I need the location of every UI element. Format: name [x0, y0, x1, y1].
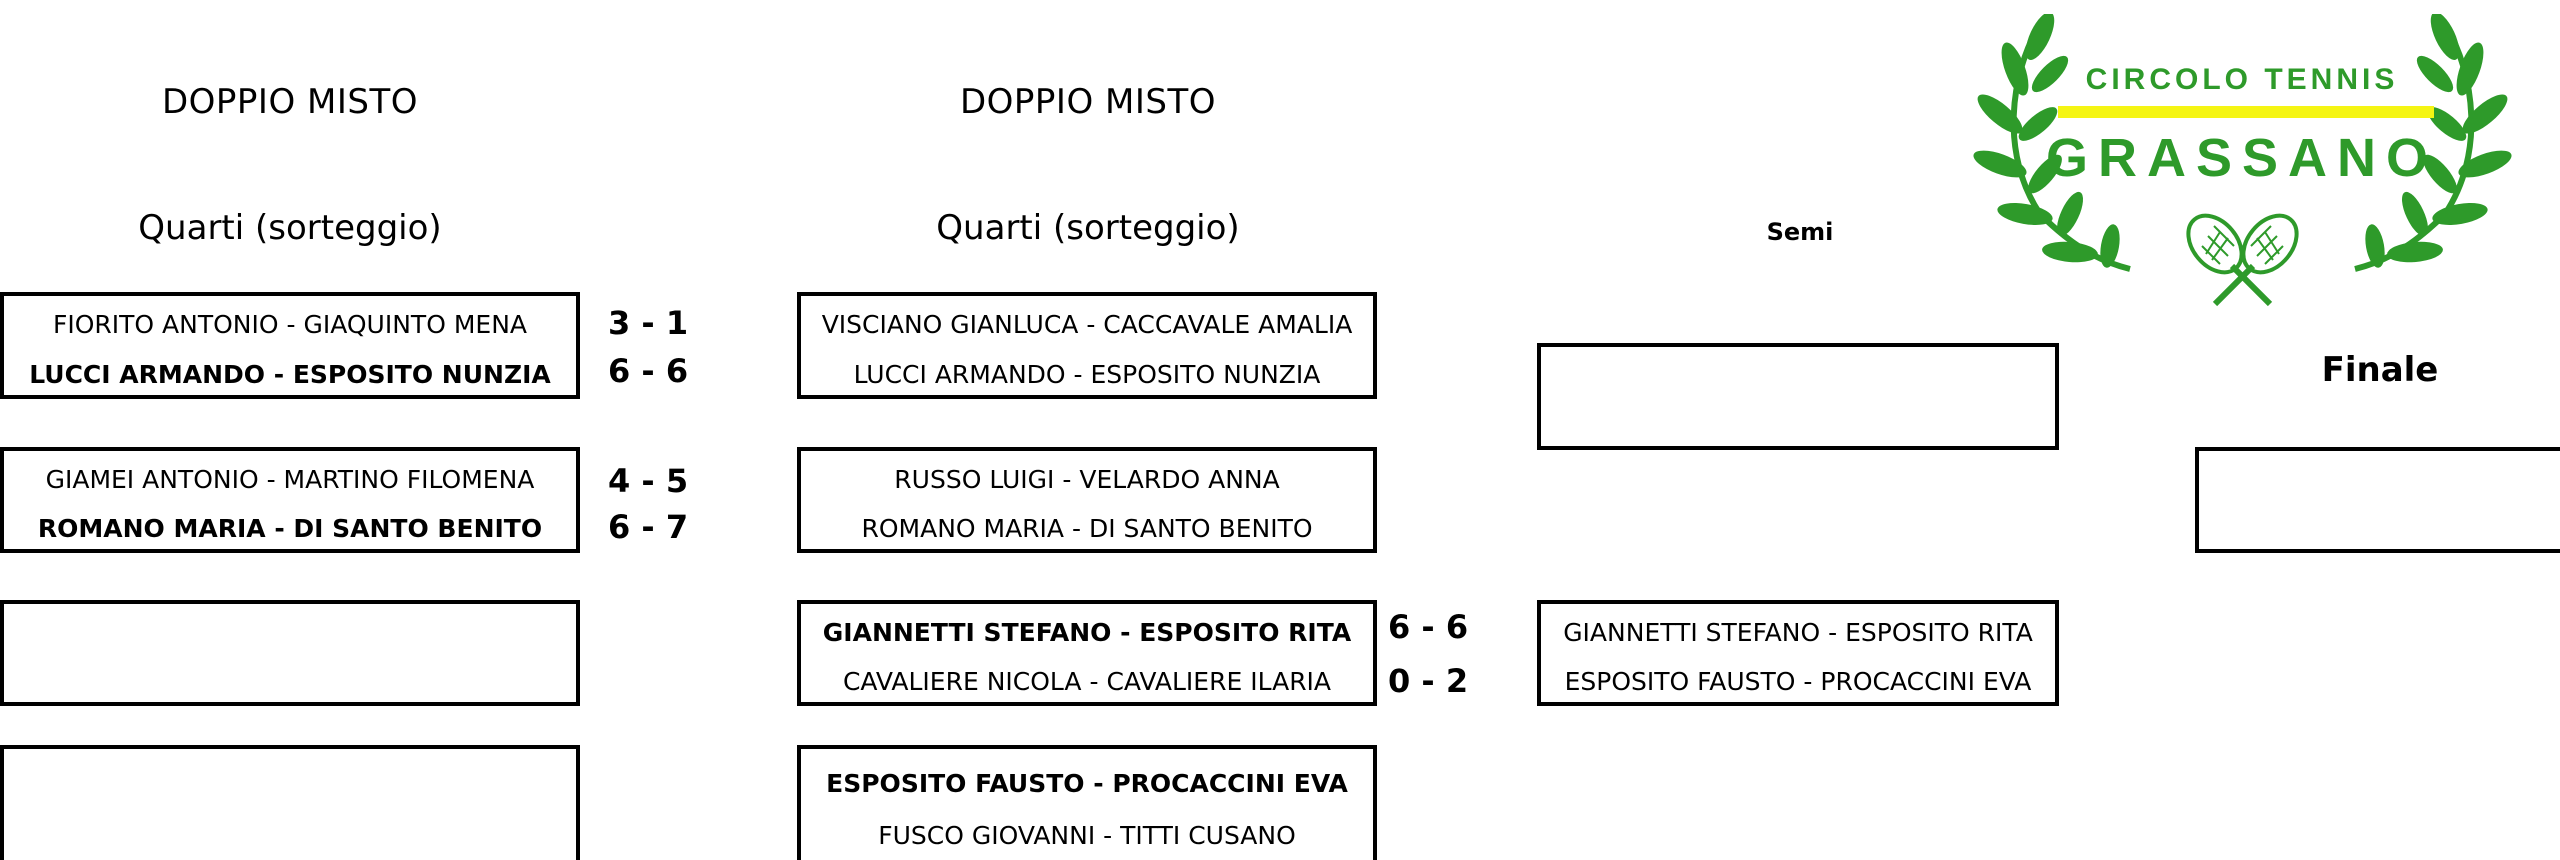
team-line: LUCCI ARMANDO - ESPOSITO NUNZIA	[29, 360, 551, 389]
final-heading: Finale	[2321, 350, 2439, 390]
col1-title: DOPPIO MISTO	[161, 82, 419, 122]
team-line: GIANNETTI STEFANO - ESPOSITO RITA	[822, 618, 1352, 647]
circolo-tennis-grassano-logo: CIRCOLO TENNIS GRASSANO	[1973, 14, 2512, 307]
col2-title: DOPPIO MISTO	[959, 82, 1217, 122]
col2-subtitle: Quarti (sorteggio)	[936, 208, 1240, 248]
semi-match-1	[1537, 343, 2059, 450]
logo-line2: GRASSANO	[2046, 128, 2438, 188]
col2-match-2: RUSSO LUIGI - VELARDO ANNA ROMANO MARIA …	[797, 447, 1377, 553]
score: 0 - 2	[1388, 662, 1469, 700]
col1-subtitle: Quarti (sorteggio)	[138, 208, 442, 248]
logo-yellow-bar	[2058, 106, 2434, 118]
score: 6 - 7	[608, 508, 689, 546]
team-line: ESPOSITO FAUSTO - PROCACCINI EVA	[1564, 667, 2032, 696]
team-line: GIAMEI ANTONIO - MARTINO FILOMENA	[45, 465, 535, 494]
team-line: CAVALIERE NICOLA - CAVALIERE ILARIA	[842, 667, 1332, 696]
score: 6 - 6	[608, 352, 689, 390]
crossed-rackets-icon	[2186, 213, 2299, 307]
final-match	[2195, 447, 2560, 553]
semi-heading: Semi	[1766, 218, 1834, 246]
col1-empty-match-4	[0, 745, 580, 860]
team-line: ROMANO MARIA - DI SANTO BENITO	[37, 514, 543, 543]
score: 3 - 1	[608, 304, 689, 342]
team-line: GIANNETTI STEFANO - ESPOSITO RITA	[1563, 618, 2033, 647]
team-line: VISCIANO GIANLUCA - CACCAVALE AMALIA	[821, 310, 1353, 339]
col2-match-3: GIANNETTI STEFANO - ESPOSITO RITA CAVALI…	[797, 600, 1377, 706]
laurel-wreath-icon	[1973, 14, 2512, 272]
score: 6 - 6	[1388, 608, 1469, 646]
score: 4 - 5	[608, 462, 689, 500]
logo-line1: CIRCOLO TENNIS	[2086, 63, 2399, 96]
col1-empty-match-3	[0, 600, 580, 706]
col2-match-4: ESPOSITO FAUSTO - PROCACCINI EVA FUSCO G…	[797, 745, 1377, 860]
semi-match-2: GIANNETTI STEFANO - ESPOSITO RITA ESPOSI…	[1537, 600, 2059, 706]
team-line: FUSCO GIOVANNI - TITTI CUSANO	[878, 821, 1296, 850]
col1-match-1: FIORITO ANTONIO - GIAQUINTO MENA LUCCI A…	[0, 292, 580, 399]
team-line: RUSSO LUIGI - VELARDO ANNA	[894, 465, 1280, 494]
team-line: ROMANO MARIA - DI SANTO BENITO	[861, 514, 1313, 543]
team-line: FIORITO ANTONIO - GIAQUINTO MENA	[52, 310, 527, 339]
col2-match-1: VISCIANO GIANLUCA - CACCAVALE AMALIA LUC…	[797, 292, 1377, 399]
col1-match-2: GIAMEI ANTONIO - MARTINO FILOMENA ROMANO…	[0, 447, 580, 553]
team-line: LUCCI ARMANDO - ESPOSITO NUNZIA	[853, 360, 1321, 389]
team-line: ESPOSITO FAUSTO - PROCACCINI EVA	[826, 769, 1348, 798]
